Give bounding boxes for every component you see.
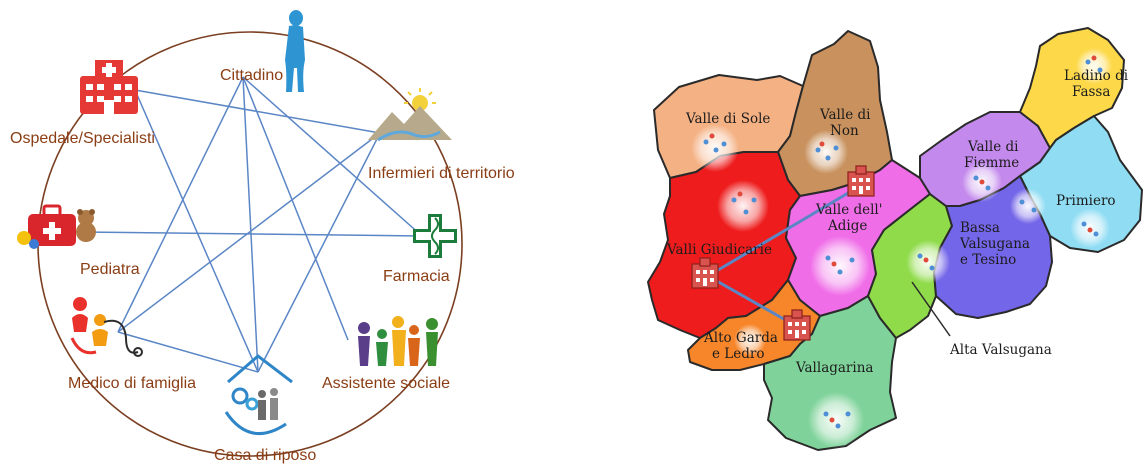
- trentino-districts-map: Valle di Sole Valle di Non Ladino di Fas…: [647, 27, 1143, 451]
- region-label-primiero: Primiero: [1056, 193, 1116, 209]
- hospital-links: [707, 184, 861, 328]
- care-network-diagram: Cittadino Ospedale/Specialisti Infermier…: [10, 10, 515, 464]
- mountain-sun-icon: [368, 88, 452, 142]
- region-label-line: Valle di: [819, 107, 871, 123]
- actor-label-cittadino: Cittadino: [220, 67, 283, 84]
- region-label-bassa-valsugana: Bassa Valsugana e Tesino: [959, 220, 1034, 268]
- region-label-line: Fassa: [1072, 84, 1110, 100]
- map-labels: Valle di Sole Valle di Non Ladino di Fas…: [666, 68, 1132, 376]
- region-label-vallagarina: Vallagarina: [795, 360, 873, 376]
- retirement-home-icon: [224, 354, 293, 435]
- link-cittadino-casa: [242, 76, 259, 373]
- hospital-icon: [783, 309, 811, 341]
- family-doctor-icon: [70, 297, 143, 357]
- region-label-line: Valsugana: [959, 236, 1030, 252]
- network-labels: Cittadino Ospedale/Specialisti Infermier…: [10, 67, 515, 464]
- link-medico-casa: [117, 331, 259, 373]
- region-label-line: Alto Garda: [703, 330, 778, 346]
- region-label-valle-di-non: Valle di Non: [819, 107, 875, 139]
- alta-valsugana-pointer: [911, 281, 951, 337]
- region-label-valli-giudicarie: Valli Giudicarie: [666, 242, 772, 258]
- person-silhouette-icon: [285, 10, 305, 93]
- social-care-people-icon: [358, 316, 438, 366]
- region-label-line: Fiemme: [964, 155, 1019, 171]
- link-infermieri-casa: [257, 132, 381, 373]
- region-label-line: Valle dell': [815, 202, 882, 218]
- actor-label-infermieri: Infermieri di territorio: [368, 165, 515, 182]
- hospital-icon: [80, 60, 138, 114]
- region-label-valle-di-fiemme: Valle di Fiemme: [964, 139, 1023, 171]
- hospital-icon: [847, 165, 875, 197]
- region-label-line: e Ledro: [712, 346, 764, 362]
- region-label-valle-di-sole: Valle di Sole: [685, 111, 770, 127]
- region-label-ladino-di-fassa: Ladino di Fassa: [1064, 68, 1132, 100]
- population-markers: [691, 48, 1112, 448]
- region-label-line: Adige: [827, 218, 867, 234]
- actor-label-medico: Medico di famiglia: [68, 375, 196, 392]
- link-cittadino-medico: [117, 76, 244, 333]
- link-ospedale-casa: [134, 89, 259, 373]
- region-label-line: Bassa: [960, 220, 1000, 236]
- pharmacy-cross-icon: [413, 214, 457, 258]
- region-label-alta-valsugana: Alta Valsugana: [949, 342, 1052, 358]
- link-cittadino-farmacia: [242, 76, 423, 237]
- link-infermieri-medico: [117, 132, 381, 333]
- actor-label-pediatra: Pediatra: [80, 261, 140, 278]
- region-label-alto-garda: Alto Garda e Ledro: [703, 330, 782, 362]
- hospital-icon: [691, 257, 719, 289]
- link-pediatra-farmacia: [79, 231, 423, 237]
- region-label-line: Valle di: [967, 139, 1019, 155]
- actor-label-ospedale: Ospedale/Specialisti: [10, 130, 155, 147]
- region-vallagarina: [763, 295, 897, 451]
- network-links: [79, 76, 423, 373]
- actor-label-farmacia: Farmacia: [383, 268, 450, 285]
- actor-label-casa: Casa di riposo: [214, 447, 316, 464]
- region-label-valle-dell-adige: Valle dell' Adige: [815, 202, 887, 234]
- region-label-line: e Tesino: [960, 252, 1016, 268]
- region-label-line: Ladino di: [1064, 68, 1129, 84]
- toys-first-aid-icon: [17, 204, 96, 249]
- link-cittadino-assistente: [242, 76, 349, 341]
- region-label-line: Non: [830, 123, 859, 139]
- actor-label-assistente: Assistente sociale: [322, 375, 450, 392]
